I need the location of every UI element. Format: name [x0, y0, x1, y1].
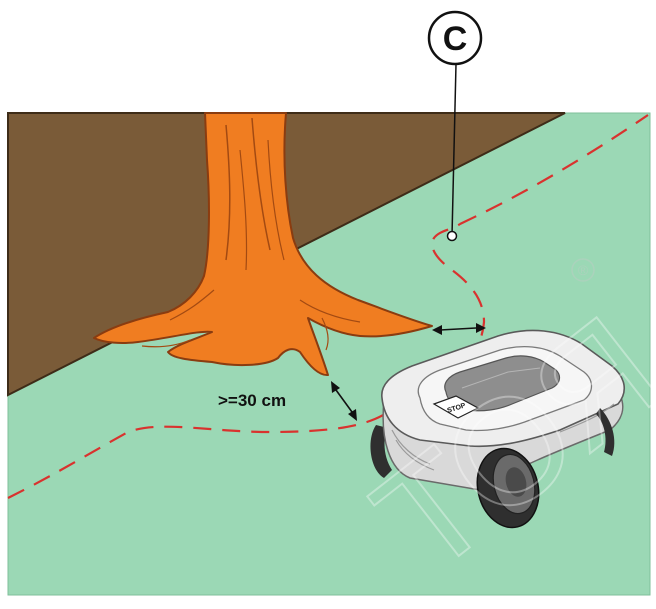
distance-label: >=30 cm	[218, 391, 286, 410]
registered-mark: ®	[578, 262, 589, 278]
callout-letter: C	[443, 20, 468, 58]
callout-anchor-dot	[448, 232, 457, 241]
